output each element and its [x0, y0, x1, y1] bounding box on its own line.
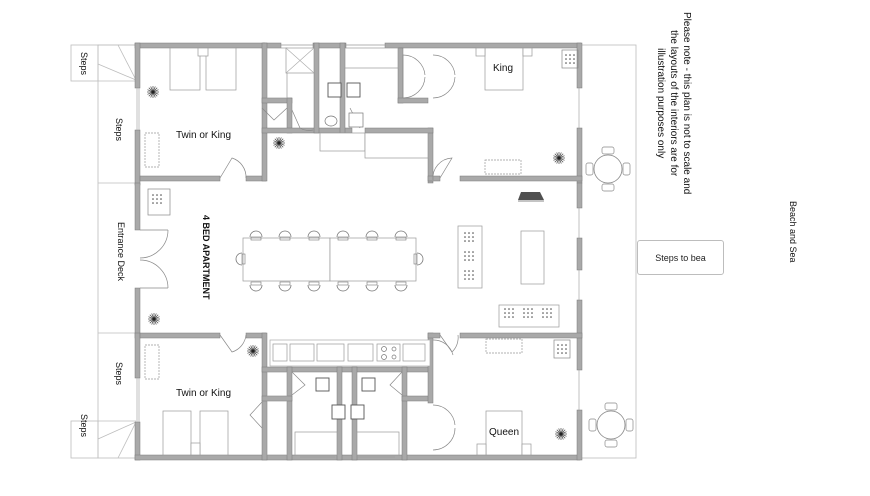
- steps-label-bottom-outer: Steps: [79, 414, 89, 438]
- entrance-deck-label: Entrance Deck: [116, 222, 126, 282]
- room-label-top-left: Twin or King: [176, 130, 232, 141]
- steps-to-beach-box: Steps to bea: [637, 240, 724, 275]
- steps-to-beach-label: Steps to bea: [655, 252, 706, 263]
- note-line-1: Please note - this plan is not to scale …: [681, 12, 692, 195]
- apartment-title: 4 BED APARTMENT: [201, 215, 211, 300]
- note-line-2: the layouts of the interiors are for: [668, 30, 679, 177]
- disclaimer-note: Please note - this plan is not to scale …: [654, 12, 693, 194]
- steps-label-bottom-inner: Steps: [114, 362, 124, 386]
- note-line-3: illustration purposes only: [655, 48, 666, 159]
- room-label-bottom-right: Queen: [489, 427, 520, 438]
- room-label-bottom-left: Twin or King: [176, 388, 232, 399]
- beach-and-sea-label: Beach and Sea: [788, 201, 798, 263]
- steps-label-top-inner: Steps: [114, 118, 124, 142]
- room-label-top-right: King: [493, 63, 514, 74]
- steps-label-top-outer: Steps: [79, 52, 89, 76]
